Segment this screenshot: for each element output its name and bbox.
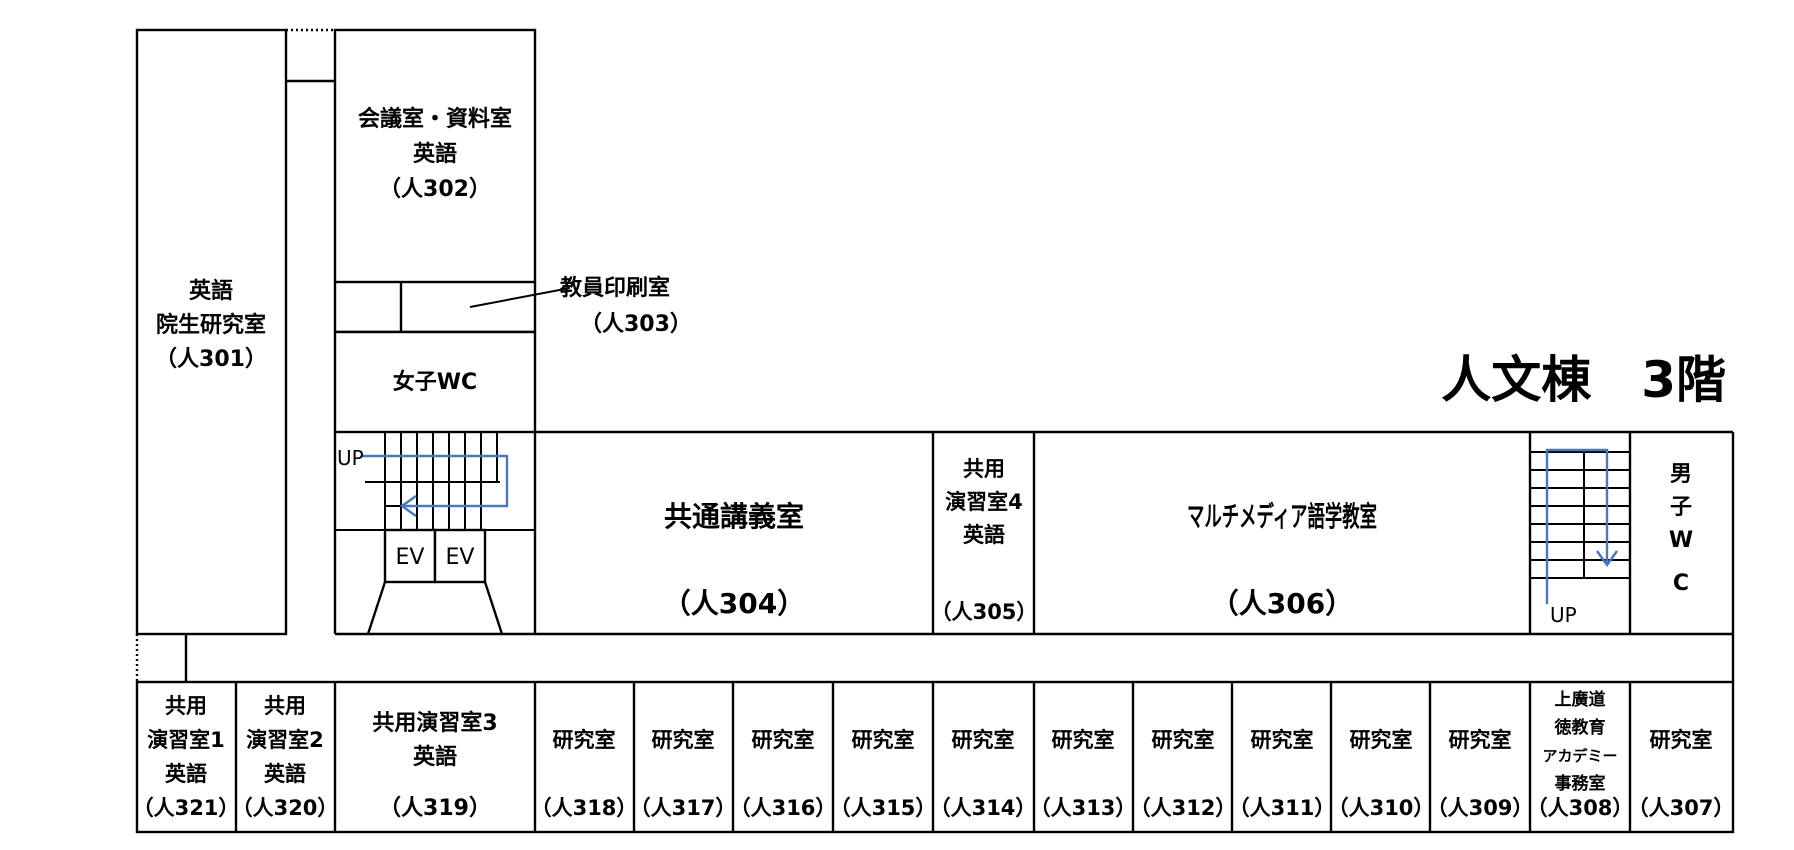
elevator-1-outline	[383, 528, 437, 584]
room-308-line-2: 徳教育	[1554, 717, 1606, 738]
lab-311-name: 研究室	[1251, 728, 1314, 752]
left-stair-treads	[335, 432, 535, 531]
room-305-line-2: 演習室4	[945, 490, 1023, 514]
room-321-line-1: 共用	[165, 694, 207, 718]
lab-318-name: 研究室	[553, 728, 616, 752]
lab-307-number: （人307）	[1628, 796, 1735, 820]
room-302-line-2: 英語	[413, 141, 457, 167]
lab-317-number: （人317）	[630, 796, 737, 820]
room-301-outline	[135, 28, 288, 636]
lab-314-name: 研究室	[952, 728, 1015, 752]
room-319-number: （人319）	[379, 796, 491, 821]
room-306-number: （人306）	[1211, 587, 1353, 620]
room-308-line-1: 上廣道	[1555, 689, 1606, 710]
elevator-1-label: EV	[396, 545, 425, 570]
mens-wc-line-1: 男	[1670, 462, 1692, 487]
lab-318-number: （人318）	[531, 796, 638, 820]
lab-309-number: （人309）	[1427, 796, 1534, 820]
mens-wc-line-4: C	[1673, 571, 1689, 596]
room-306-name: マルチメディア語学教室	[1187, 500, 1377, 533]
room-302-number: （人302）	[379, 177, 491, 202]
lab-312-number: （人312）	[1130, 796, 1237, 820]
lab-313-name: 研究室	[1052, 728, 1115, 752]
right-stair-treads	[1530, 451, 1630, 579]
left-stair-arrow	[362, 454, 509, 517]
lab-311-number: （人311）	[1229, 796, 1336, 820]
room-301-number: （人301）	[155, 347, 267, 372]
elevator-2-label: EV	[446, 545, 475, 570]
lab-314-number: （人314）	[930, 796, 1037, 820]
bottom-dividers	[234, 682, 1632, 832]
left-stair-up-label: UP	[337, 446, 364, 470]
lab-310-name: 研究室	[1350, 728, 1413, 752]
right-stair-up-label: UP	[1550, 603, 1577, 627]
mens-wc-line-3: W	[1669, 528, 1693, 553]
room-302-outline	[333, 28, 537, 284]
lab-315-number: （人315）	[830, 796, 937, 820]
lab-316-name: 研究室	[752, 728, 815, 752]
lab-316-number: （人316）	[730, 796, 837, 820]
room-321-line-3: 英語	[165, 762, 207, 786]
womens-wc-label: 女子WC	[393, 369, 477, 395]
room-320-line-1: 共用	[264, 694, 306, 718]
lab-307-name: 研究室	[1650, 728, 1713, 752]
labels: 人文棟 3階 英語 院生研究室 （人301） 会議室・資料室 英語 （人302）…	[133, 106, 1735, 821]
lab-312-name: 研究室	[1152, 728, 1215, 752]
room-301-line-2: 院生研究室	[156, 312, 266, 338]
mens-wc-line-2: 子	[1670, 495, 1692, 520]
lab-310-number: （人310）	[1328, 796, 1435, 820]
lab-309-name: 研究室	[1449, 728, 1512, 752]
room-305-line-1: 共用	[963, 457, 1005, 481]
building-floor-title: 人文棟 3階	[1441, 351, 1726, 409]
lab-317-name: 研究室	[652, 728, 715, 752]
room-305-number: （人305）	[931, 600, 1038, 624]
walls	[135, 28, 1735, 834]
room-319-line-2: 英語	[413, 744, 457, 770]
room-308-line-3: アカデミー	[1542, 747, 1617, 765]
lab-313-number: （人313）	[1030, 796, 1137, 820]
room-301-line-1: 英語	[189, 278, 233, 304]
room-319-line-1: 共用演習室3	[372, 710, 497, 736]
room-308-number: （人308）	[1527, 796, 1634, 820]
room-303-number: （人303）	[580, 312, 692, 337]
room-305-line-3: 英語	[963, 523, 1005, 547]
room-321-line-2: 演習室1	[147, 728, 225, 752]
right-stair-arrow	[1545, 448, 1618, 604]
room-302-line-1: 会議室・資料室	[358, 106, 512, 132]
room-303-name: 教員印刷室	[560, 275, 670, 301]
room-320-line-3: 英語	[264, 762, 306, 786]
elevator-2-outline	[433, 528, 487, 584]
bottom-room-row	[135, 680, 1735, 834]
womens-wc-outline	[333, 330, 537, 434]
room-320-line-2: 演習室2	[246, 728, 324, 752]
room-321-number: （人321）	[133, 796, 240, 820]
room-320-number: （人320）	[232, 796, 339, 820]
room-308-line-4: 事務室	[1555, 773, 1606, 794]
room-304-number: （人304）	[663, 587, 805, 620]
lab-315-name: 研究室	[852, 728, 915, 752]
room-304-name: 共通講義室	[664, 500, 804, 533]
r303-leader	[469, 287, 571, 308]
